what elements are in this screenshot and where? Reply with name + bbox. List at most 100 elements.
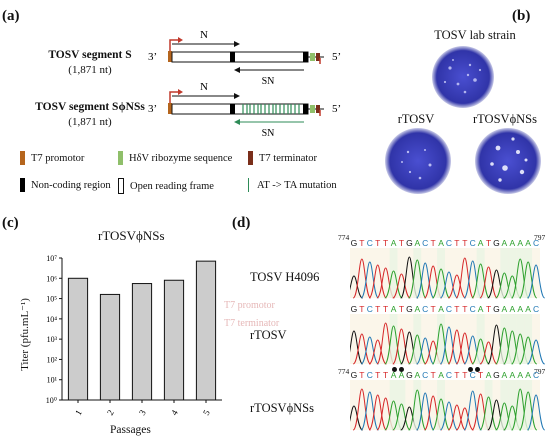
panel-label-b: (b) bbox=[512, 8, 531, 24]
sample-label-1: TOSV H4096 bbox=[250, 270, 320, 284]
base-letter: G bbox=[493, 370, 500, 380]
trace-peak bbox=[384, 270, 403, 299]
x-tick-label: 4 bbox=[169, 408, 180, 417]
trace-peak bbox=[352, 258, 372, 299]
base-shade bbox=[524, 248, 533, 298]
segment-snss-length: (1,871 nt) bbox=[68, 116, 112, 128]
base-letter: A bbox=[478, 238, 484, 248]
n-label-1: N bbox=[200, 29, 208, 41]
trace-peak bbox=[350, 330, 364, 365]
base-shade bbox=[508, 248, 517, 298]
base-letter: C bbox=[470, 370, 476, 380]
noncoding-swatch bbox=[20, 178, 25, 192]
trace-peak bbox=[439, 401, 458, 431]
base-shade bbox=[516, 248, 525, 298]
base-letter: G bbox=[493, 238, 500, 248]
base-letter: T bbox=[431, 370, 436, 380]
hdv-swatch bbox=[118, 151, 123, 165]
base-letter: A bbox=[509, 370, 515, 380]
base-shade bbox=[476, 248, 485, 298]
n-label-2: N bbox=[200, 81, 208, 93]
chart-xlabel: Passages bbox=[110, 424, 151, 436]
trace-peak bbox=[368, 394, 387, 431]
trace-peak bbox=[455, 407, 474, 431]
trace-peak bbox=[408, 334, 427, 365]
trace-peak bbox=[350, 275, 363, 299]
base-letter: A bbox=[438, 304, 444, 314]
base-letter: A bbox=[391, 370, 397, 380]
x-tick-label: 1 bbox=[73, 408, 84, 417]
trace-peak bbox=[463, 390, 482, 431]
plaque-plates bbox=[385, 46, 541, 194]
base-letter: A bbox=[391, 238, 397, 248]
base-letter: G bbox=[351, 304, 358, 314]
base-letter: A bbox=[509, 238, 515, 248]
trace-peak bbox=[416, 262, 435, 299]
y-tick-label: 10¹ bbox=[47, 376, 58, 385]
base-letter: A bbox=[525, 238, 531, 248]
trace-peak bbox=[352, 388, 372, 431]
y-tick-label: 10⁴ bbox=[46, 315, 57, 324]
base-letter: A bbox=[525, 304, 531, 314]
trace-peak bbox=[526, 394, 546, 431]
trace-peak bbox=[518, 391, 538, 431]
trace-peak bbox=[447, 404, 466, 431]
trace-peak bbox=[471, 338, 490, 365]
base-letter: C bbox=[422, 370, 428, 380]
base-shade bbox=[516, 380, 525, 430]
base-letter: C bbox=[422, 304, 428, 314]
plate-label-lab-strain: TOSV lab strain bbox=[434, 28, 516, 42]
base-letter: A bbox=[502, 304, 508, 314]
trace-peak bbox=[526, 264, 546, 299]
base-shade bbox=[389, 248, 398, 298]
base-letter: T bbox=[383, 304, 388, 314]
y-tick-label: 10⁰ bbox=[46, 396, 57, 405]
legend-hdv-ribozyme: HδV ribozyme sequence bbox=[118, 151, 232, 165]
base-shade bbox=[508, 314, 517, 364]
trace-peak bbox=[408, 259, 427, 299]
base-letter: C bbox=[470, 238, 476, 248]
trace-peak bbox=[439, 271, 458, 299]
ghost-text-2: T7 terminator bbox=[224, 318, 280, 329]
panel-label-c: (c) bbox=[2, 215, 19, 231]
bar-passage-3 bbox=[131, 283, 153, 401]
base-letter: T bbox=[462, 238, 467, 248]
base-letter: C bbox=[533, 304, 539, 314]
trace-peak bbox=[447, 274, 466, 299]
base-letter: T bbox=[383, 238, 388, 248]
legend-t7-promotor: T7 promotor bbox=[20, 151, 84, 165]
x-tick-label: 2 bbox=[105, 408, 116, 417]
base-letter: A bbox=[502, 238, 508, 248]
base-letter: A bbox=[414, 238, 420, 248]
mutation-dot-2 bbox=[399, 367, 404, 372]
x-tick-label: 5 bbox=[201, 408, 212, 417]
bar-passage-4 bbox=[163, 279, 185, 401]
base-letter: C bbox=[533, 238, 539, 248]
base-letter: T bbox=[359, 370, 364, 380]
trace-peak bbox=[431, 268, 451, 299]
trace-peak bbox=[519, 336, 538, 365]
base-letter: A bbox=[414, 304, 420, 314]
base-shade bbox=[389, 380, 398, 430]
base-shade bbox=[500, 314, 509, 364]
base-letter: T bbox=[431, 238, 436, 248]
bar-passage-5 bbox=[195, 260, 217, 401]
bar-passage-2 bbox=[99, 293, 121, 401]
legend-orf: Open reading frame bbox=[118, 178, 214, 194]
ghost-text-1: T7 promotor bbox=[224, 300, 275, 311]
base-letter: A bbox=[525, 370, 531, 380]
base-letter: T bbox=[375, 370, 380, 380]
base-letter: G bbox=[406, 304, 413, 314]
y-tick-label: 10⁵ bbox=[46, 295, 57, 304]
base-letter: T bbox=[462, 370, 467, 380]
mutation-dot-1 bbox=[392, 367, 397, 372]
trace-peak bbox=[447, 329, 467, 365]
base-letter: T bbox=[359, 304, 364, 314]
base-letter: T bbox=[399, 238, 404, 248]
base-letter: T bbox=[486, 304, 491, 314]
seq-end-1: 797 bbox=[534, 233, 546, 242]
y-tick-label: 10² bbox=[47, 355, 58, 364]
sns-label-1: SN bbox=[262, 76, 275, 87]
base-shade bbox=[437, 248, 445, 298]
